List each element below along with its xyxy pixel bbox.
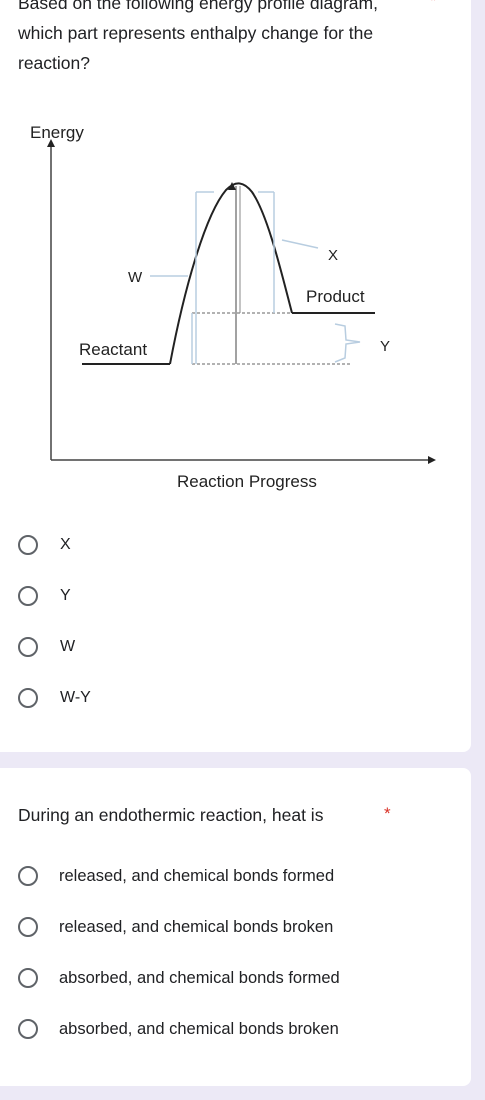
radio-button[interactable]	[18, 586, 38, 606]
option-absorbed-broken[interactable]: absorbed, and chemical bonds broken	[18, 1019, 339, 1039]
option-label: X	[60, 536, 71, 553]
required-asterisk: *	[384, 804, 391, 823]
option-label: Y	[60, 587, 71, 604]
x-pointer	[281, 239, 319, 249]
option-absorbed-formed[interactable]: absorbed, and chemical bonds formed	[18, 968, 340, 988]
w-label: W	[128, 269, 143, 286]
question-title: Based on the following energy profile di…	[18, 0, 378, 73]
radio-button[interactable]	[18, 535, 38, 555]
radio-button[interactable]	[18, 688, 38, 708]
peak-marker	[228, 182, 236, 190]
question-card-1: Based on the following energy profile di…	[0, 0, 471, 752]
option-label: released, and chemical bonds broken	[59, 917, 334, 936]
energy-profile-diagram: Energy Reaction Progress W X Product Rea…	[30, 123, 436, 491]
x-axis-arrow	[428, 456, 436, 464]
required-asterisk: *	[430, 0, 437, 10]
option-released-formed[interactable]: released, and chemical bonds formed	[18, 866, 334, 886]
y-brace	[334, 323, 361, 363]
option-label: W	[60, 638, 76, 655]
radio-button[interactable]	[18, 866, 38, 886]
product-label: Product	[306, 287, 365, 306]
option-label: absorbed, and chemical bonds formed	[59, 968, 340, 987]
option-w-y[interactable]: W-Y	[18, 688, 91, 708]
option-label: released, and chemical bonds formed	[59, 866, 335, 885]
y-axis-arrow	[47, 139, 55, 147]
radio-button[interactable]	[18, 1019, 38, 1039]
option-label: absorbed, and chemical bonds broken	[59, 1019, 339, 1038]
radio-button[interactable]	[18, 917, 38, 937]
option-released-broken[interactable]: released, and chemical bonds broken	[18, 917, 333, 937]
option-label: W-Y	[60, 689, 91, 706]
x-axis-label: Reaction Progress	[177, 472, 317, 491]
energy-curve	[169, 182, 293, 365]
option-x[interactable]: X	[18, 535, 71, 555]
y-axis-label: Energy	[30, 123, 84, 142]
radio-button[interactable]	[18, 968, 38, 988]
y-label: Y	[380, 338, 390, 355]
reactant-label: Reactant	[79, 340, 147, 359]
option-y[interactable]: Y	[18, 586, 71, 606]
question-card-2: During an endothermic reaction, heat is …	[0, 768, 471, 1086]
x-bracket	[258, 191, 275, 313]
radio-button[interactable]	[18, 637, 38, 657]
question-title: During an endothermic reaction, heat is	[18, 805, 324, 825]
x-label: X	[328, 247, 338, 264]
w-bracket	[195, 191, 214, 364]
option-w[interactable]: W	[18, 637, 75, 657]
